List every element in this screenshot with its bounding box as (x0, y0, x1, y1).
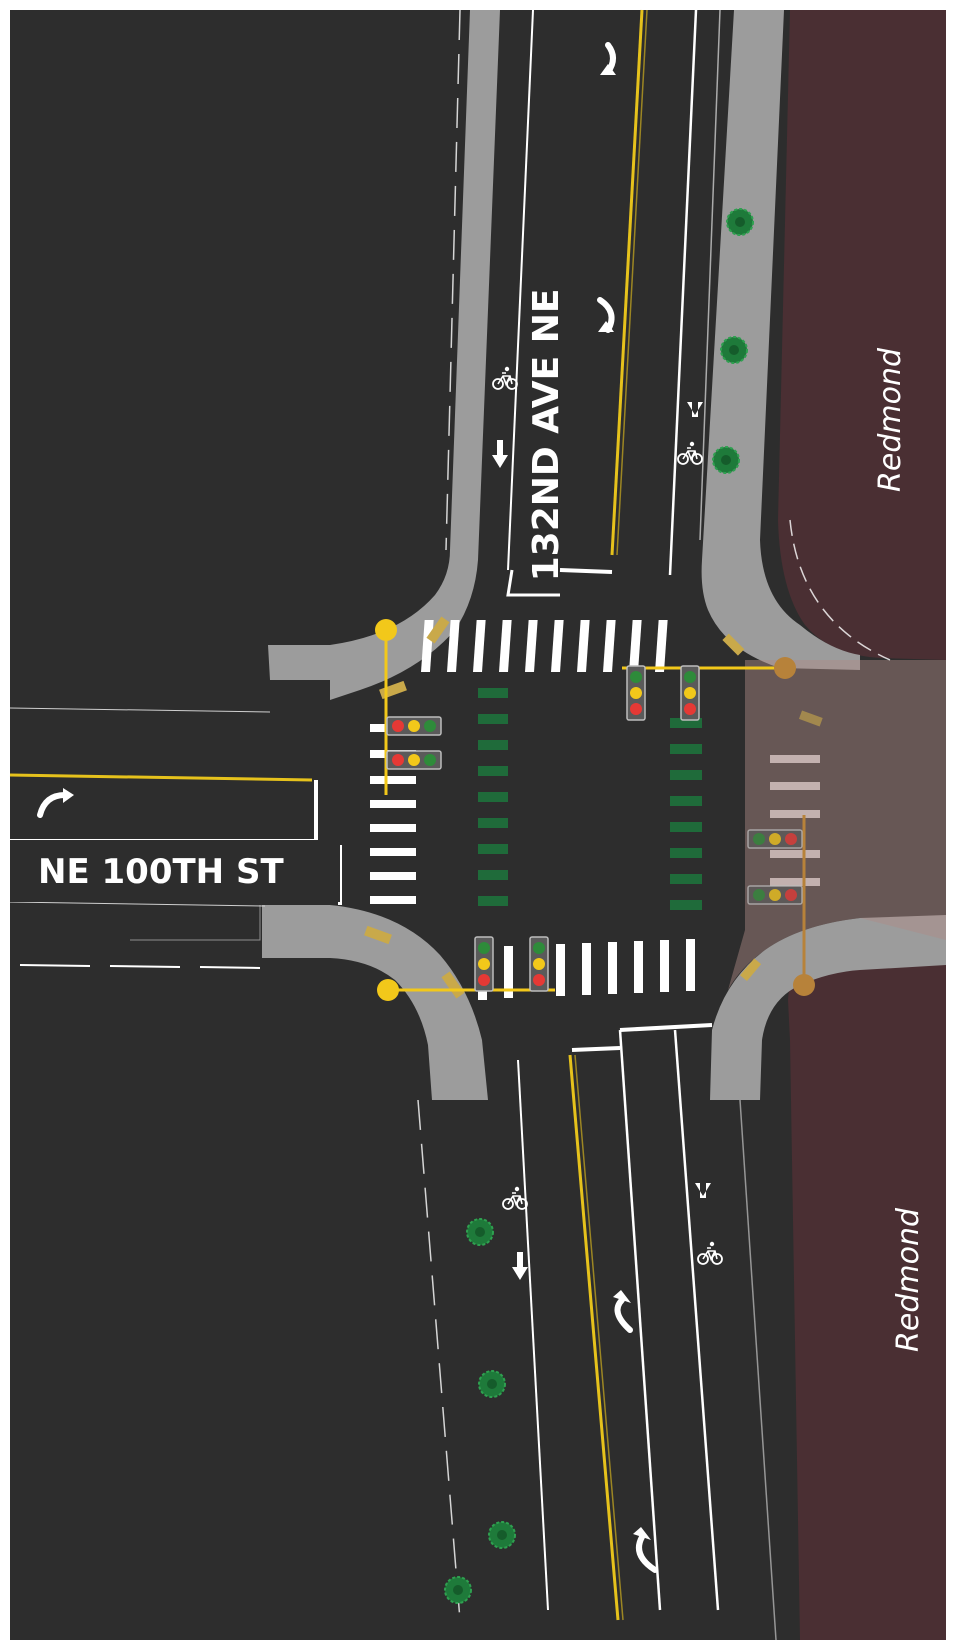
crosswalk-east (770, 755, 820, 886)
signal-head-icon (386, 716, 442, 736)
signal-sw (377, 936, 555, 1001)
sidewalk-nw (268, 10, 500, 700)
132nd-ave-ne-plate: 132ND AVE NE (526, 289, 567, 582)
redmond-area (778, 10, 946, 1640)
bike-crossing-east (670, 718, 702, 910)
sidewalk-sw (262, 905, 488, 1100)
signal-head-icon (680, 665, 700, 721)
ne-100th-st-plate: NE 100TH ST (10, 840, 340, 902)
signal-nw (375, 619, 442, 795)
sidewalk-se (710, 915, 946, 1100)
bike-crossing-west (478, 688, 508, 906)
tree-icon (720, 336, 748, 364)
straight-arrow-icon (492, 402, 711, 1280)
tree-icon (478, 1370, 506, 1398)
tree-icon (712, 446, 740, 474)
street-label-132nd-ave-ne: 132ND AVE NE (526, 289, 567, 582)
signal-head-icon (474, 936, 494, 992)
signal-ne (622, 657, 796, 721)
signal-head-icon (626, 665, 646, 721)
street-label-ne-100th-st: NE 100TH ST (38, 852, 284, 892)
sidewalk-ne (701, 10, 860, 670)
tree-icon (444, 1576, 472, 1604)
tree-icon (488, 1521, 516, 1549)
signal-se (747, 815, 815, 996)
city-label-redmond-north: Redmond (873, 347, 908, 492)
signal-head-icon (529, 936, 549, 992)
redmond-overlay (728, 660, 946, 990)
tree-icon (466, 1218, 494, 1246)
city-label-redmond-south: Redmond (891, 1207, 926, 1352)
signal-head-icon (386, 750, 442, 770)
tree-icon (726, 208, 754, 236)
